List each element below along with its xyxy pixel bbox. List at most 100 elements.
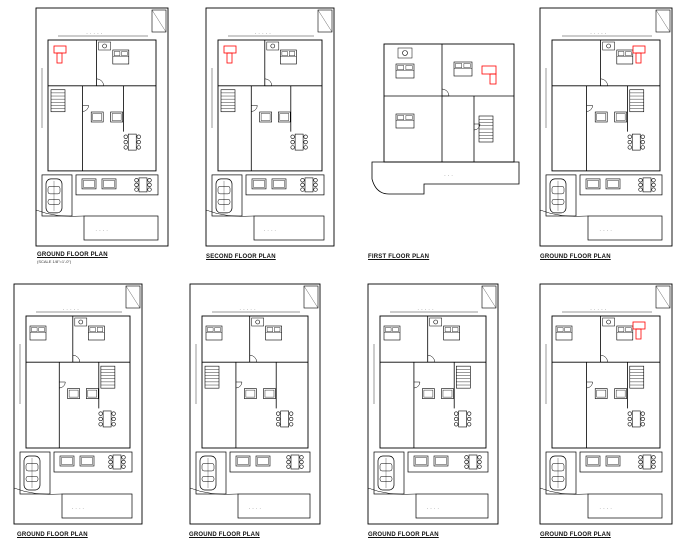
sofa bbox=[433, 455, 449, 467]
dining-table bbox=[638, 177, 656, 193]
car bbox=[377, 455, 395, 491]
chair bbox=[313, 187, 318, 192]
drawing-dining bbox=[53, 451, 133, 473]
drawing-dining bbox=[407, 451, 489, 473]
lawn bbox=[587, 215, 663, 241]
chair bbox=[108, 455, 113, 460]
staircase bbox=[220, 89, 236, 113]
building-outline bbox=[551, 39, 661, 172]
plan-caption-1: GROUND FLOOR PLAN bbox=[37, 252, 108, 258]
wc-icon bbox=[270, 43, 276, 49]
highlighted-fixture bbox=[635, 52, 642, 64]
chair bbox=[111, 422, 116, 427]
chair bbox=[136, 140, 141, 145]
lawn bbox=[415, 493, 489, 519]
room-label: - - - - bbox=[599, 228, 612, 232]
chair bbox=[276, 416, 281, 422]
sofa bbox=[81, 178, 97, 190]
bath bbox=[74, 317, 88, 327]
sofa bbox=[244, 388, 257, 399]
chair bbox=[638, 187, 643, 192]
boundary-curve bbox=[189, 487, 239, 495]
door-swing bbox=[600, 78, 608, 87]
chair bbox=[98, 422, 103, 427]
sofa bbox=[259, 111, 272, 123]
chair bbox=[640, 422, 645, 427]
door-swing bbox=[251, 105, 258, 112]
chair bbox=[276, 422, 281, 427]
garage bbox=[41, 174, 73, 217]
chair bbox=[651, 187, 656, 192]
chair bbox=[147, 178, 152, 183]
corner-room bbox=[655, 9, 671, 33]
chair bbox=[627, 145, 632, 150]
staircase bbox=[629, 365, 645, 389]
chair bbox=[299, 459, 304, 465]
chair bbox=[300, 187, 305, 192]
bed bbox=[205, 325, 223, 341]
sofa bbox=[59, 455, 75, 467]
sofa bbox=[594, 388, 608, 399]
chair bbox=[289, 411, 294, 416]
chair bbox=[477, 455, 482, 460]
floor-plan-4: - - - - -- - - - bbox=[539, 7, 673, 247]
chair bbox=[651, 464, 656, 469]
dining-table bbox=[108, 454, 126, 470]
bed bbox=[265, 325, 282, 341]
chair bbox=[313, 178, 318, 183]
staircase bbox=[456, 365, 471, 389]
corner-room bbox=[125, 285, 141, 309]
car bbox=[549, 178, 567, 214]
chair bbox=[638, 459, 643, 465]
boundary-curve bbox=[205, 209, 255, 217]
chair bbox=[640, 140, 645, 145]
chair bbox=[98, 411, 103, 416]
corner-room bbox=[655, 285, 671, 309]
door-swing bbox=[235, 381, 243, 389]
wc-icon bbox=[433, 319, 439, 325]
chair bbox=[651, 182, 656, 187]
sofa bbox=[101, 178, 117, 190]
sofa bbox=[110, 111, 123, 123]
garage bbox=[545, 174, 577, 217]
sofa bbox=[255, 455, 271, 467]
chair bbox=[123, 140, 128, 145]
chair bbox=[638, 182, 643, 187]
dining-table bbox=[276, 410, 294, 428]
lawn bbox=[83, 215, 159, 241]
bed bbox=[395, 63, 415, 79]
chair bbox=[286, 459, 291, 465]
bed bbox=[616, 325, 634, 341]
room-label: - - - - - bbox=[590, 307, 606, 311]
plot-boundary bbox=[539, 283, 673, 525]
plot-boundary bbox=[367, 283, 499, 525]
chair bbox=[638, 464, 643, 469]
bed bbox=[453, 61, 473, 77]
chair bbox=[477, 459, 482, 465]
sofa bbox=[67, 388, 80, 399]
terrace bbox=[371, 161, 520, 195]
chair bbox=[136, 145, 141, 150]
chair bbox=[121, 459, 126, 465]
building-outline bbox=[201, 315, 309, 449]
sofa bbox=[585, 455, 601, 467]
plan-caption-3: FIRST FLOOR PLAN bbox=[368, 254, 430, 260]
staircase bbox=[629, 89, 645, 113]
boundary-curve bbox=[35, 209, 85, 217]
bath bbox=[397, 47, 413, 59]
plot-boundary bbox=[539, 7, 673, 247]
bed bbox=[555, 325, 573, 341]
plan-subcaption-1: (SCALE 1/8"=1'-0") bbox=[37, 259, 72, 264]
chair bbox=[477, 464, 482, 469]
dining-table bbox=[300, 177, 318, 193]
bed bbox=[616, 49, 634, 65]
drawing-dining bbox=[245, 174, 325, 196]
sofa bbox=[413, 455, 429, 467]
highlighted-fixture bbox=[635, 328, 642, 340]
sofa bbox=[614, 388, 627, 399]
sofa bbox=[271, 178, 287, 190]
garage bbox=[211, 174, 243, 217]
lawn bbox=[237, 493, 311, 519]
plot-boundary bbox=[205, 7, 335, 247]
chair bbox=[147, 187, 152, 192]
